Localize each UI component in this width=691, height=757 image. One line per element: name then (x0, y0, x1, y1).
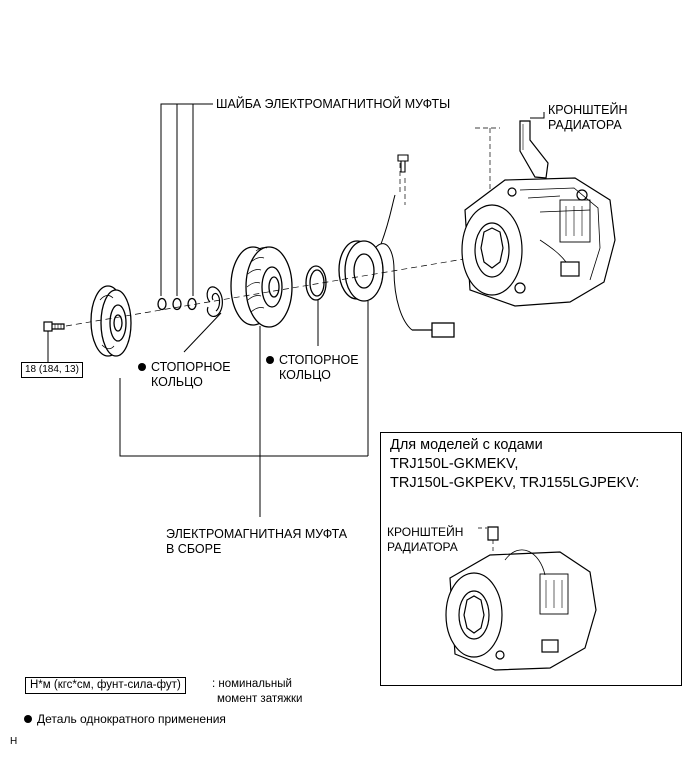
one-time-part-legend: Деталь однократного применения (24, 712, 226, 727)
inset-bracket-label-line2: РАДИАТОРА (387, 540, 458, 554)
washer-label: ШАЙБА ЭЛЕКТРОМАГНИТНОЙ МУФТЫ (216, 97, 451, 111)
torque-description-line1: : номинальный (212, 678, 292, 690)
torque-value-box: 18 (184, 13) (21, 362, 83, 378)
model-variant-inset (380, 432, 682, 686)
figure-code: H (10, 736, 18, 747)
radiator-bracket-label: КРОНШТЕЙН РАДИАТОРА (548, 103, 628, 133)
snap-ring-right-label-line1: СТОПОРНОЕ (266, 353, 359, 368)
snap-ring-right-label-line2: КОЛЬЦО (279, 368, 331, 382)
snap-ring-left-label-line2: КОЛЬЦО (151, 375, 203, 389)
torque-description-line2: момент затяжки (217, 693, 303, 705)
pressure-plate (90, 285, 132, 357)
top-bolt (397, 154, 409, 173)
center-axis (65, 257, 471, 327)
washer-leader (160, 103, 213, 296)
radiator-bracket (519, 120, 549, 179)
torque-description: : номинальный момент затяжки (212, 677, 302, 707)
clutch-assembly-label-line2: В СБОРЕ (166, 542, 222, 556)
clutch-assembly-label: ЭЛЕКТРОМАГНИТНАЯ МУФТА В СБОРЕ (166, 527, 347, 557)
washer-1 (157, 297, 167, 311)
snap-ring-left-label-line1: СТОПОРНОЕ (138, 360, 231, 375)
inset-title: Для моделей с кодами TRJ150L-GKMEKV, TRJ… (390, 436, 639, 493)
snap-ring-right (305, 265, 327, 301)
assembly-bracket-line (119, 378, 368, 457)
inset-title-line2: TRJ150L-GKMEKV, (390, 456, 519, 472)
snap-ring-left-label: СТОПОРНОЕ КОЛЬЦО (138, 360, 231, 390)
inset-bracket-label: КРОНШТЕЙН РАДИАТОРА (387, 525, 463, 555)
snap-ring-left (206, 286, 223, 317)
inset-bracket-label-line1: КРОНШТЕЙН (387, 525, 464, 539)
one-time-part-text: Деталь однократного применения (37, 712, 226, 726)
pulley (230, 246, 293, 328)
washer-2 (172, 297, 182, 311)
inset-title-line1: Для моделей с кодами (390, 437, 543, 453)
snap-ring-right-label: СТОПОРНОЕ КОЛЬЦО (266, 353, 359, 383)
field-coil (338, 194, 455, 338)
one-time-use-dot (266, 356, 274, 364)
one-time-use-dot (24, 715, 32, 723)
radiator-bracket-label-line1: КРОНШТЕЙН (548, 103, 628, 117)
bolt (43, 321, 65, 332)
torque-units-box: Н*м (кгс*см, фунт-сила-фут) (25, 677, 186, 694)
compressor (461, 177, 616, 307)
inset-compressor (445, 526, 597, 671)
clutch-assembly-label-line1: ЭЛЕКТРОМАГНИТНАЯ МУФТА (166, 527, 348, 541)
one-time-use-dot (138, 363, 146, 371)
radiator-bracket-label-line2: РАДИАТОРА (548, 118, 622, 132)
inset-title-line3: TRJ150L-GKPEKV, TRJ155LGJPEKV: (390, 475, 640, 491)
